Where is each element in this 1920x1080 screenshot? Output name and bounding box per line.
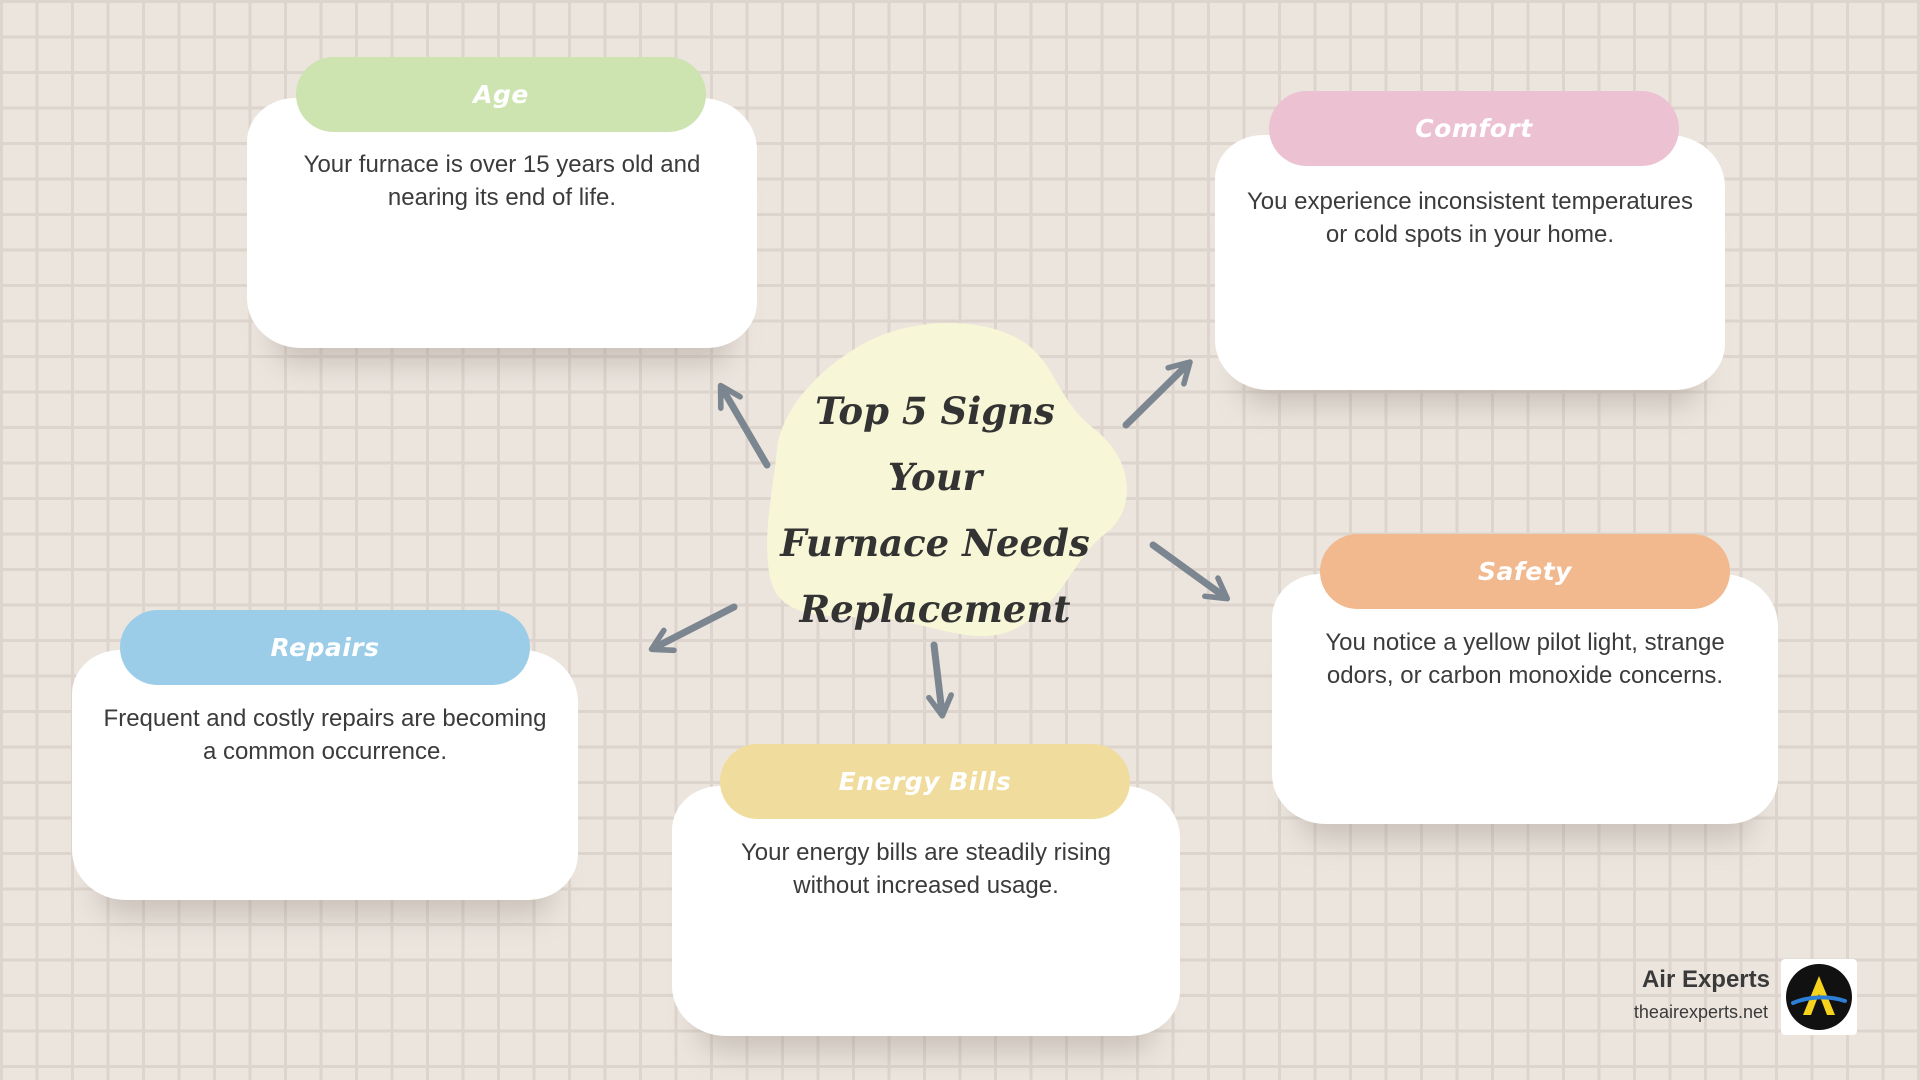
pill-safety: Safety	[1320, 534, 1730, 609]
center-blob	[767, 322, 1127, 637]
title-line-2: Furnace Needs	[780, 521, 1090, 565]
card-comfort: You experience inconsistent temperatures…	[1215, 135, 1725, 390]
card-energy-bills-text: Your energy bills are steadily rising wi…	[741, 839, 1111, 899]
pill-repairs: Repairs	[120, 610, 530, 685]
arrow-to-energy-bills	[926, 641, 954, 719]
brand-url: theairexperts.net	[1633, 1002, 1768, 1022]
pill-comfort: Comfort	[1269, 91, 1679, 166]
brand-name: Air Experts	[1641, 966, 1770, 993]
card-repairs-text: Frequent and costly repairs are becoming…	[103, 705, 547, 765]
arrow-to-comfort	[1122, 359, 1193, 429]
card-age-text: Your furnace is over 15 years old and ne…	[303, 151, 701, 211]
air-experts-logo-icon	[1781, 959, 1857, 1035]
card-age: Your furnace is over 15 years old and ne…	[247, 98, 757, 348]
card-comfort-text: You experience inconsistent temperatures…	[1246, 188, 1694, 248]
pill-age: Age	[296, 57, 706, 132]
arrow-to-repairs	[648, 603, 738, 654]
title-line-3: Replacement	[799, 587, 1071, 631]
arrow-to-safety	[1149, 541, 1231, 602]
diagram-title: Top 5 Signs Your Furnace Needs Replaceme…	[780, 378, 1090, 642]
pill-energy-bills: Energy Bills	[720, 744, 1130, 819]
card-energy-bills: Your energy bills are steadily rising wi…	[672, 786, 1180, 1036]
card-safety: You notice a yellow pilot light, strange…	[1272, 574, 1778, 824]
card-safety-text: You notice a yellow pilot light, strange…	[1325, 629, 1725, 689]
card-repairs: Frequent and costly repairs are becoming…	[72, 650, 578, 900]
title-line-1: Top 5 Signs Your	[815, 389, 1055, 499]
